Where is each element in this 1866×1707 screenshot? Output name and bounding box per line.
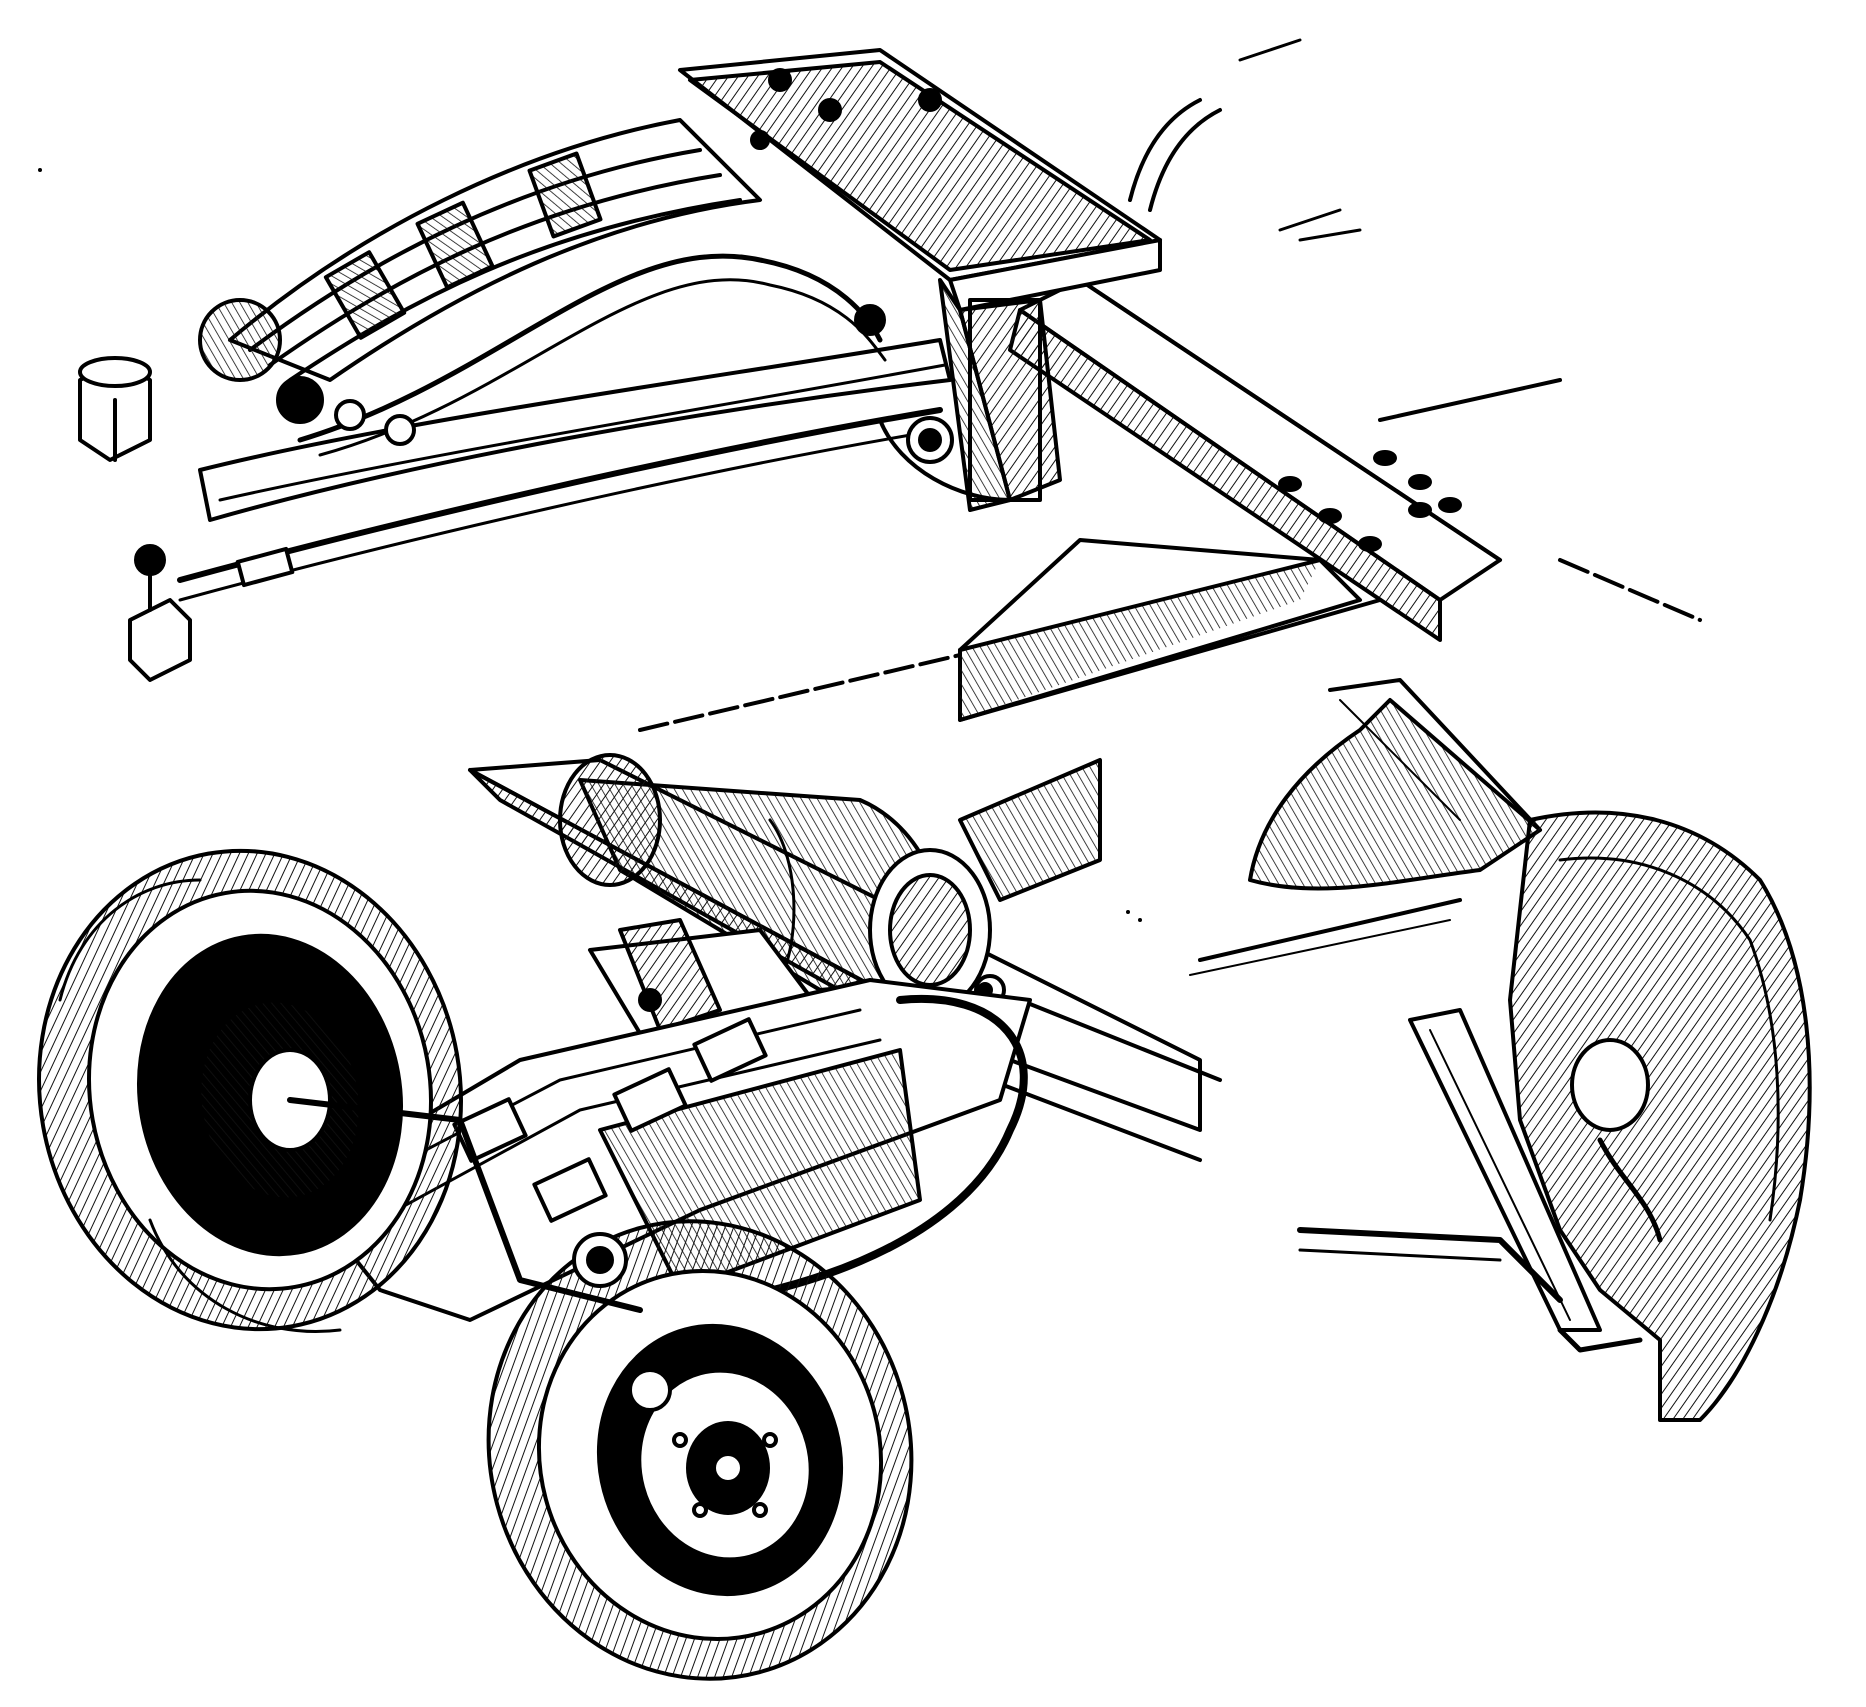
motor-housing bbox=[558, 753, 1006, 1012]
axle-link bbox=[287, 1097, 643, 1313]
stray-mark bbox=[38, 168, 42, 172]
fender-cutaway bbox=[1189, 678, 1812, 1422]
cross-member bbox=[638, 378, 1562, 732]
fender-port bbox=[1570, 1038, 1650, 1132]
steering-knuckle bbox=[78, 298, 416, 682]
trailing-arm bbox=[298, 978, 1032, 1322]
tie-rod bbox=[177, 407, 943, 602]
mounting-bracket-box bbox=[678, 48, 1162, 512]
front-axle-assembly bbox=[78, 38, 1702, 732]
leaf-spring bbox=[228, 118, 762, 382]
wiring bbox=[1128, 98, 1202, 202]
rear-suspension-assembly bbox=[37, 753, 1222, 1681]
fender-strut bbox=[1408, 1008, 1602, 1332]
spring-shackle bbox=[854, 304, 1012, 502]
chassis-frame-rail bbox=[1008, 278, 1702, 642]
fender-shell bbox=[1508, 810, 1812, 1422]
brake-hose bbox=[297, 253, 883, 443]
front-wheel bbox=[37, 848, 463, 1333]
